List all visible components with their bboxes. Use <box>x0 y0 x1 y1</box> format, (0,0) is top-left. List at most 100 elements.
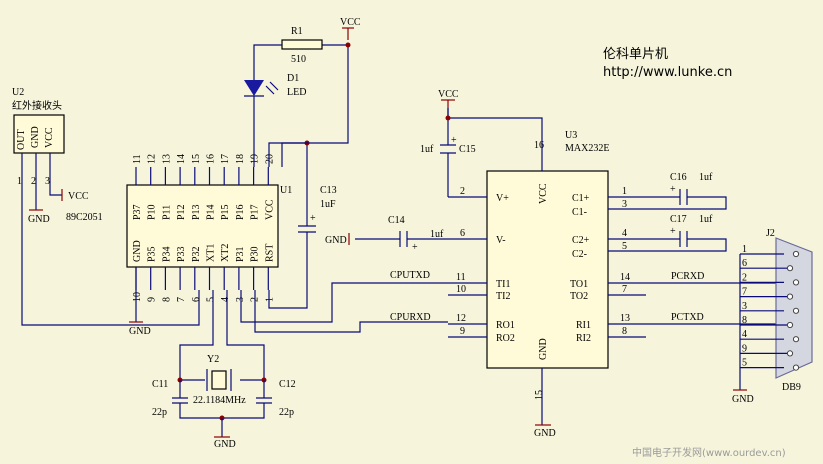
db9-pin-label-4: 4 <box>742 329 747 340</box>
u2-vcc-label: VCC <box>68 191 89 202</box>
u3-pin-13: 13 <box>620 313 630 324</box>
d1-ref: D1 <box>287 73 299 84</box>
u1-ref: U1 <box>280 185 292 196</box>
u1-pin-label-bottom-8: P30 <box>250 246 261 262</box>
u1-pin-label-top-4: P13 <box>191 204 202 220</box>
u3-label-ri2: RI2 <box>576 333 591 344</box>
u3-label-to1: TO1 <box>570 279 588 290</box>
db9-pin-label-8: 8 <box>742 315 747 326</box>
u3-pin-4: 4 <box>622 228 627 239</box>
u1-pin-num-bottom-4: 6 <box>191 297 202 302</box>
u3-label-to2: TO2 <box>570 291 588 302</box>
u3-body <box>486 170 609 369</box>
u3-pin-9: 9 <box>460 326 465 337</box>
u3-label-vminus: V- <box>496 235 506 246</box>
u3-pin-14: 14 <box>620 272 630 283</box>
u1-pin-label-top-9: VCC <box>264 199 275 220</box>
u2-pin-1: 1 <box>17 176 22 187</box>
net-pcrxd: PCRXD <box>671 271 704 282</box>
c12-value: 22p <box>279 407 294 418</box>
u2-body <box>13 114 65 154</box>
net-pctxd: PCTXD <box>671 312 704 323</box>
u3-pin-5: 5 <box>622 241 627 252</box>
u3-pin-2: 2 <box>460 186 465 197</box>
u3-label-ro1: RO1 <box>496 320 515 331</box>
u1-pin-num-top-7: 18 <box>235 154 246 164</box>
db9-pin-label-9: 9 <box>742 343 747 354</box>
u1-gnd-label: GND <box>129 326 151 337</box>
c17-value: 1uf <box>699 214 713 225</box>
u1-pin-num-bottom-0: 10 <box>132 292 143 302</box>
r1-ref: R1 <box>291 26 303 37</box>
u1-pin-label-top-0: P37 <box>132 204 143 220</box>
db9-pin-4 <box>792 336 800 343</box>
u3-label-c2p: C2+ <box>572 235 590 246</box>
u3-label-c1p: C1+ <box>572 193 590 204</box>
u1-pin-label-bottom-6: XT2 <box>220 244 231 262</box>
c14-plus: + <box>412 242 418 253</box>
u1-pin-num-bottom-9: 1 <box>264 297 275 302</box>
u2-pin-out: OUT <box>16 129 27 150</box>
db9-pin-label-1: 1 <box>742 244 747 255</box>
u2-ir-receiver: U2 红外接收头 OUT GND VCC 1 2 3 GND VCC 89C20… <box>12 87 200 326</box>
c13-ref: C13 <box>320 185 337 196</box>
u3-label-c1m: C1- <box>572 207 587 218</box>
c16-ref: C16 <box>670 172 687 183</box>
u1-pin-num-top-9: 20 <box>264 154 275 164</box>
u2-ref: U2 <box>12 87 24 98</box>
c16-value: 1uf <box>699 172 713 183</box>
u1-pin-num-bottom-1: 9 <box>147 297 158 302</box>
u1-pin-num-top-1: 12 <box>147 154 158 164</box>
u3-label-ro2: RO2 <box>496 333 515 344</box>
u3-ref: U3 <box>565 130 577 141</box>
db9-gnd-label: GND <box>732 394 754 405</box>
net-cpurxd: CPURXD <box>390 312 431 323</box>
c11-value: 22p <box>152 407 167 418</box>
u1-mcu: U1 11P3712P1013P1114P1215P1316P1417P1518… <box>126 154 292 302</box>
db9-pin-label-7: 7 <box>742 287 747 298</box>
header-url: http://www.lunke.cn <box>603 65 732 80</box>
u1-pin-label-top-1: P10 <box>147 204 158 220</box>
u1-pin-num-bottom-6: 4 <box>220 297 231 302</box>
r1-value: 510 <box>291 54 306 65</box>
d1-led <box>244 80 264 96</box>
u3-label-ri1: RI1 <box>576 320 591 331</box>
u1-name: 89C2051 <box>66 212 103 223</box>
u1-pin-num-top-4: 15 <box>191 154 202 164</box>
crystal-gnd-label: GND <box>214 439 236 450</box>
u2-pin-gnd: GND <box>30 126 41 148</box>
u3-pin-10: 10 <box>456 284 466 295</box>
u3-gnd-label: GND <box>534 428 556 439</box>
y2-crystal: Y2 22.1184MHz <box>193 354 246 406</box>
u1-pin-label-top-2: P11 <box>161 205 172 220</box>
r1-vcc-label: VCC <box>340 17 361 28</box>
u2-name: 红外接收头 <box>12 99 62 112</box>
j2-name: DB9 <box>782 382 801 393</box>
u3-pin-16: 16 <box>534 140 544 151</box>
u1-pin-num-bottom-5: 5 <box>206 297 217 302</box>
u1-pin-label-bottom-0: GND <box>132 240 143 262</box>
u1-pin-label-top-7: P16 <box>235 204 246 220</box>
u2-pin-3: 3 <box>45 176 50 187</box>
db9-pin-label-3: 3 <box>742 301 747 312</box>
u1-pin-num-top-2: 13 <box>161 154 172 164</box>
y2-ref: Y2 <box>207 354 219 365</box>
u1-pin-num-top-8: 19 <box>250 154 261 164</box>
u1-pin-label-bottom-9: RST <box>264 244 275 262</box>
c12-ref: C12 <box>279 379 296 390</box>
u3-pin-1: 1 <box>622 186 627 197</box>
u3-pin-7: 7 <box>622 284 627 295</box>
c16-plus: + <box>670 184 676 195</box>
u1-pin-label-bottom-3: P33 <box>176 246 187 262</box>
u1-pin-num-top-5: 16 <box>206 154 217 164</box>
db9-pin-3 <box>792 307 800 314</box>
u3-pin-12: 12 <box>456 313 466 324</box>
j2-ref: J2 <box>766 228 775 239</box>
u1-pin-label-bottom-5: XT1 <box>206 244 217 262</box>
u1-pin-label-top-3: P12 <box>176 204 187 220</box>
u1-pin-label-top-8: P17 <box>250 204 261 220</box>
u3-pin-3: 3 <box>622 199 627 210</box>
u3-label-vplus: V+ <box>496 193 509 204</box>
db9-pin-2 <box>792 279 800 286</box>
